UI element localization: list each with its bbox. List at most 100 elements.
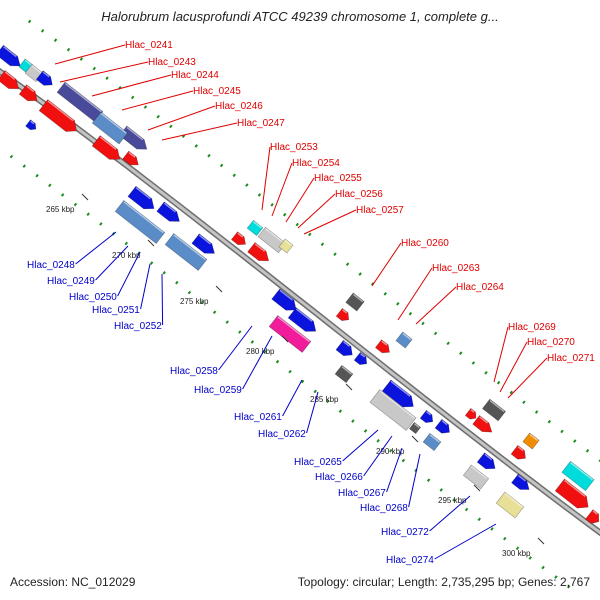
gene-highlight [163,202,176,213]
reverse-leader-line [363,435,393,477]
forward-leader-line [415,286,457,325]
gene-feature [495,491,525,519]
gene-highlight [198,234,211,245]
gene-feature [287,307,317,332]
forward-leader-line [59,61,149,83]
gene-highlight [341,366,352,375]
forward-gene-label: Hlac_0247 [237,118,285,129]
gene-highlight [284,239,293,246]
tick-label: 265 kbp [46,205,75,214]
gene-highlight [24,59,33,66]
gene-feature [510,444,526,460]
gene-feature [434,418,450,434]
gene-highlight [47,100,74,122]
gene-feature [408,421,422,435]
gene-highlight [484,453,493,461]
forward-gene-label: Hlac_0263 [432,263,480,274]
forward-gene-label: Hlac_0255 [314,173,362,184]
gene-feature [482,398,506,422]
gene-highlight [518,474,526,482]
gene-highlight [254,243,266,252]
reverse-leader-line [161,273,164,326]
reverse-gene-label: Hlac_0261 [234,412,282,423]
reverse-leader-line [95,245,129,281]
forward-leader-line [499,341,528,393]
reverse-gene-label: Hlac_0268 [360,503,408,514]
gene-highlight [64,82,102,113]
accession-text: Accession: NC_012029 [10,575,136,589]
gene-highlight [402,332,412,341]
gene-feature [257,226,287,254]
forward-gene-label: Hlac_0264 [456,282,504,293]
gene-feature [91,111,129,145]
forward-gene-label: Hlac_0271 [547,353,595,364]
gene-highlight [277,316,310,343]
forward-gene-label: Hlac_0269 [508,322,556,333]
tick-mark [215,285,223,293]
gene-highlight [128,151,136,158]
reverse-leader-line [117,251,141,297]
topology-text: Topology: circular; Length: 2,735,295 bp… [297,575,590,589]
gene-feature [462,464,490,490]
gene-feature [395,331,413,349]
gene-feature [164,233,208,271]
gene-feature [278,238,294,254]
reverse-leader-line [408,453,421,508]
reverse-gene-label: Hlac_0252 [114,321,162,332]
gene-highlight [3,46,17,58]
gene-feature [554,478,589,509]
gene-feature [381,379,414,408]
forward-leader-line [91,74,172,97]
tick-mark [537,537,545,545]
gene-highlight [237,232,244,238]
reverse-gene-label: Hlac_0251 [92,305,140,316]
gene-highlight [360,353,366,358]
gene-highlight [30,120,35,125]
reverse-leader-line [75,231,117,265]
gene-highlight [381,340,388,346]
gene-feature [369,389,417,431]
forward-leader-line [303,209,357,235]
reverse-leader-line [429,495,471,532]
reverse-gene-label: Hlac_0272 [381,527,429,538]
gene-feature [35,70,53,86]
tick-mark [147,239,155,247]
gene-feature [191,233,215,254]
gene-feature [25,119,37,131]
gene-feature [334,364,354,384]
gene-highlight [489,399,505,413]
gene-highlight [429,434,440,443]
gene-feature [247,242,270,262]
gc-dots-inner-track [0,146,574,592]
gene-highlight [414,423,420,429]
reverse-gene-label: Hlac_0250 [69,292,117,303]
tick-mark [473,484,481,492]
gene-highlight [42,71,50,78]
gene-highlight [470,409,475,413]
reverse-gene-label: Hlac_0259 [194,385,242,396]
gene-highlight [99,136,117,150]
forward-gene-label: Hlac_0246 [215,101,263,112]
reverse-leader-line [386,447,403,493]
gene-feature [246,219,264,237]
gene-highlight [295,308,313,322]
reverse-gene-label: Hlac_0266 [315,472,363,483]
forward-leader-line [54,44,126,65]
gene-feature [335,339,353,357]
forward-leader-line [297,193,336,229]
gene-feature [345,292,365,312]
gene-highlight [279,289,293,301]
gene-feature [472,415,493,433]
gene-highlight [471,465,488,480]
gene-feature [268,315,312,353]
gene-feature [114,200,166,244]
tick-label: 300 kbp [502,549,531,558]
tick-mark [281,335,289,343]
reverse-gene-label: Hlac_0249 [47,276,95,287]
gc-dots-outer-track [27,19,600,463]
gene-feature [122,150,139,166]
forward-gene-label: Hlac_0260 [401,238,449,249]
gene-highlight [529,433,539,442]
